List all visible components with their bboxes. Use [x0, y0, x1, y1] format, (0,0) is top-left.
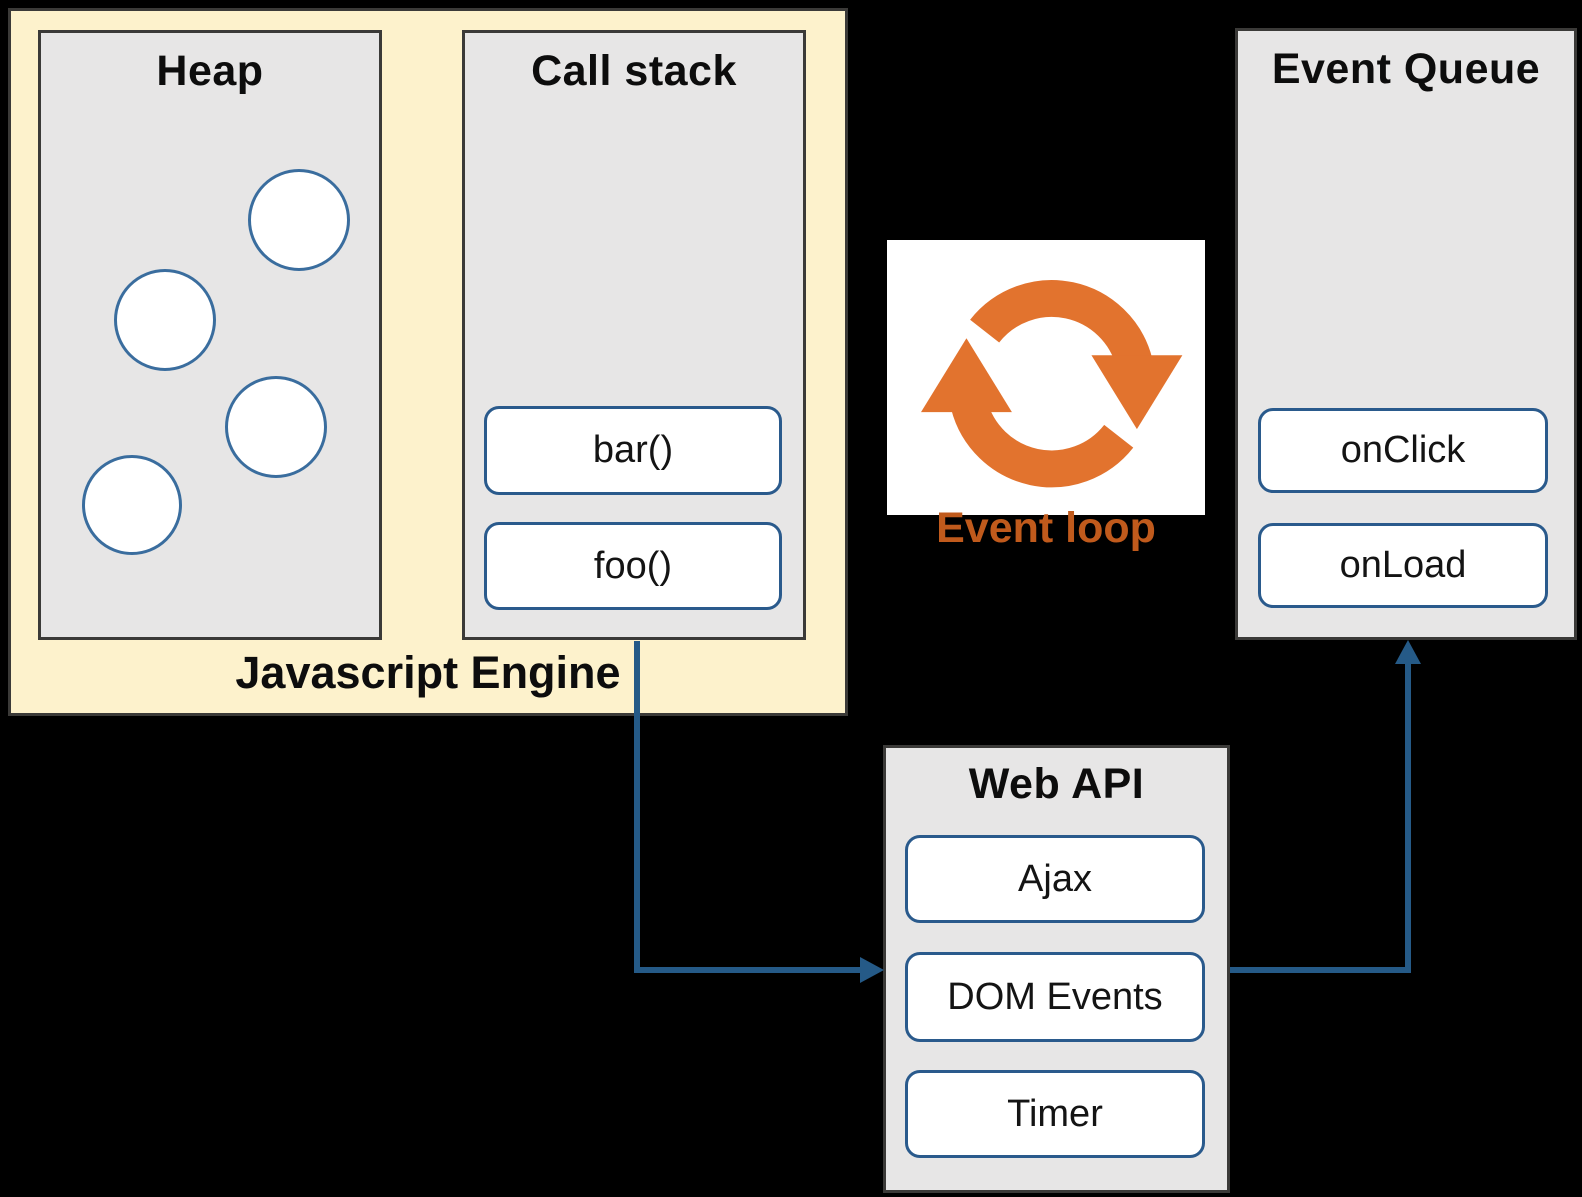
heap-panel: Heap: [38, 30, 382, 640]
arrow-webapi-to-eventqueue: [1230, 640, 1421, 973]
api-item-timer: Timer: [905, 1070, 1205, 1158]
event-queue-title: Event Queue: [1271, 45, 1541, 93]
stack-frame-bar: bar(): [484, 406, 782, 495]
heap-object-circle: [82, 455, 182, 555]
call-stack-title: Call stack: [531, 47, 737, 95]
event-loop-icon-box: [887, 240, 1205, 515]
heap-object-circle: [248, 169, 350, 271]
heap-title: Heap: [156, 47, 264, 95]
event-loop-label: Event loop: [936, 504, 1156, 552]
sync-arrows-icon: [921, 279, 1183, 487]
web-api-title: Web API: [968, 760, 1145, 808]
heap-object-circle: [114, 269, 216, 371]
javascript-engine-label: Javascript Engine: [235, 647, 621, 698]
stack-frame-foo: foo(): [484, 522, 782, 610]
queue-item-onclick: onClick: [1258, 408, 1548, 493]
api-item-ajax: Ajax: [905, 835, 1205, 923]
api-item-dom-events: DOM Events: [905, 952, 1205, 1042]
queue-item-onload: onLoad: [1258, 523, 1548, 608]
heap-object-circle: [225, 376, 327, 478]
